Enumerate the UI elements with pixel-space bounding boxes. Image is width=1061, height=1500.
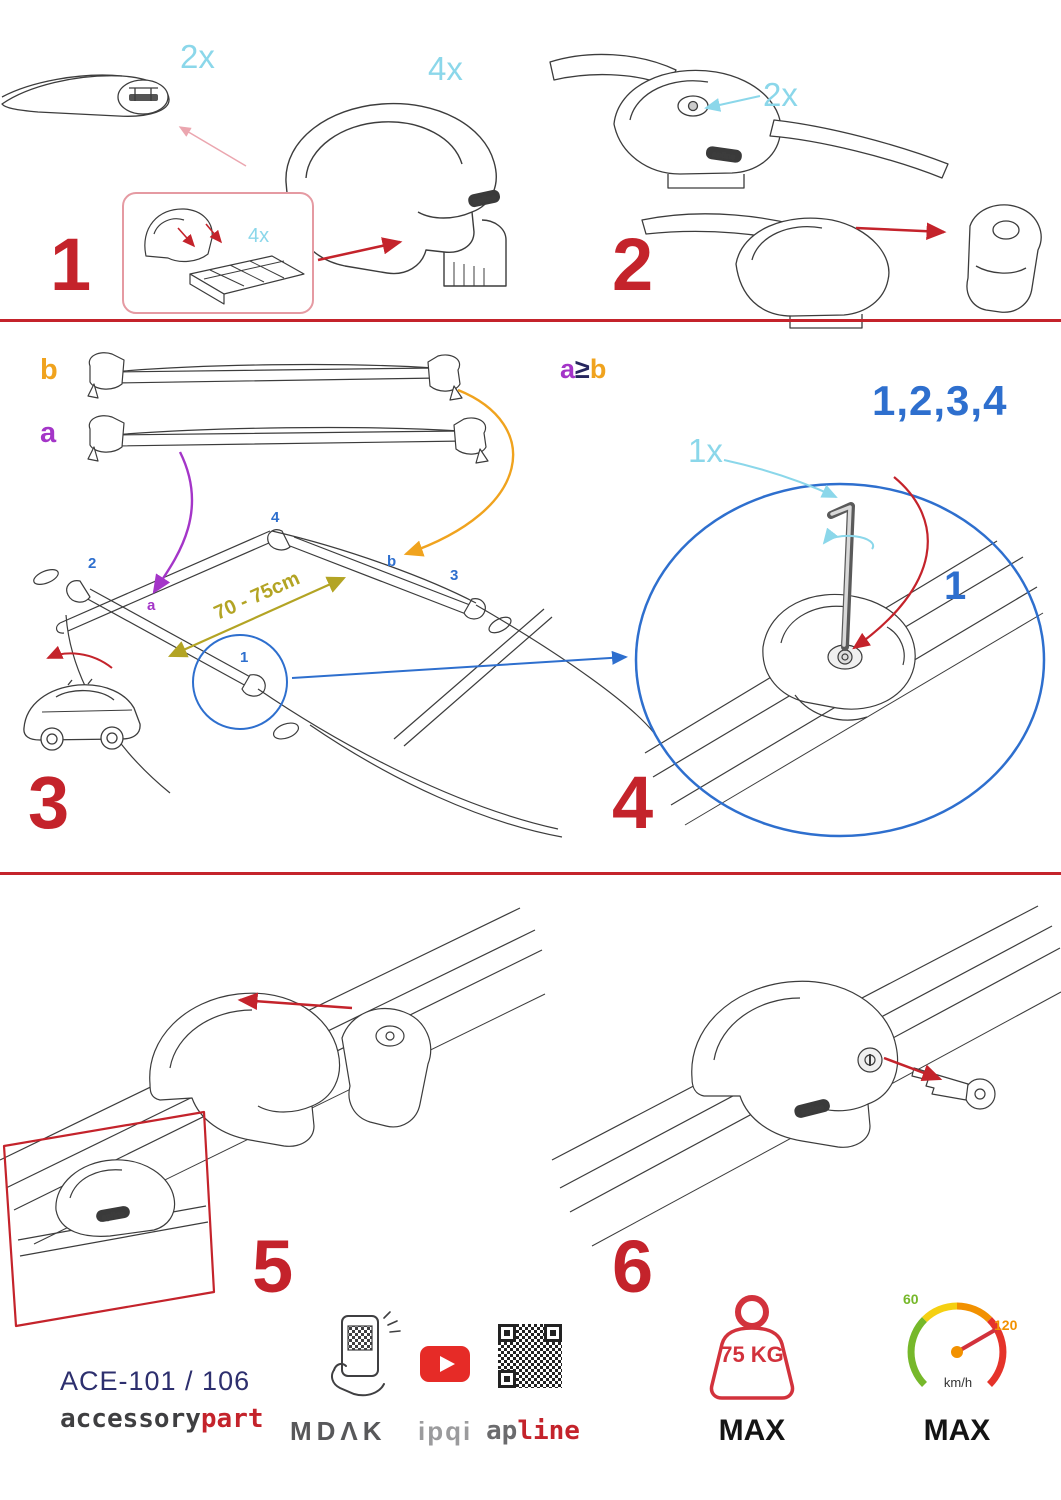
zoom-detail-drawing	[644, 502, 1044, 826]
bar-b-tag: b	[40, 354, 58, 386]
qr-code	[498, 1324, 562, 1388]
pads-inset-drawing	[144, 208, 305, 305]
apline-logo: apline	[486, 1418, 580, 1444]
foot-assembly: apline	[285, 102, 507, 287]
key-lock-detail: apline	[551, 905, 1061, 1247]
model-number: ACE-101 / 106	[60, 1366, 251, 1396]
inset-frame	[2, 1110, 216, 1328]
foot-quantity: 4x	[428, 50, 463, 87]
step-5-number: 5	[252, 1225, 294, 1308]
crossbar-a	[87, 415, 489, 464]
tool-qty-arrow	[723, 459, 838, 498]
ipqi-logo: ipqi	[418, 1416, 473, 1446]
step6-drawing: apline	[551, 905, 1061, 1247]
foot-and-cover	[641, 204, 1042, 329]
car-direction-inset	[23, 678, 141, 751]
bar-profile	[1, 74, 170, 117]
crossbar-b-drawing	[87, 352, 463, 401]
apline-red: line	[517, 1416, 580, 1446]
max-speed-gauge-icon	[907, 1302, 1007, 1387]
step-4-number: 4	[612, 761, 654, 844]
section-divider-top	[0, 319, 1061, 322]
cover-slide-detail: apline	[0, 907, 546, 1328]
section-divider-bottom	[0, 872, 1061, 875]
apline-gray: ap	[486, 1416, 518, 1446]
cond-operator: ≥	[575, 354, 590, 384]
max-load-label: MAX	[718, 1414, 786, 1447]
max-load-weight-icon	[709, 1295, 795, 1400]
cond-b: b	[589, 354, 607, 384]
a-greater-b-condition: a≥b	[560, 356, 606, 383]
position-3: 3	[450, 567, 459, 584]
tool-quantity: 1x	[688, 432, 723, 469]
mdak-logo: MDΛK	[290, 1416, 387, 1446]
bar-a-tag: a	[40, 417, 57, 449]
foot-assembly-drawing: apline	[285, 102, 507, 287]
crossbar-b	[87, 352, 463, 401]
gauge-needle	[955, 1328, 997, 1354]
max-load-value: 75 KG	[720, 1342, 784, 1367]
bar-quantity: 2x	[180, 38, 215, 75]
brand-logo: accessorypart	[60, 1406, 264, 1432]
bolt-quantity: 2x	[763, 76, 798, 113]
brand-gray: accessory	[60, 1404, 201, 1434]
gauge-high-value: 120	[994, 1317, 1018, 1333]
youtube-play-icon	[420, 1346, 470, 1382]
tighten-first: 1	[944, 564, 967, 608]
pad-quantity: 4x	[248, 225, 270, 247]
step-3-number: 3	[28, 761, 70, 844]
rubber-pads	[144, 208, 305, 305]
key	[911, 1067, 996, 1110]
step-2-number: 2	[612, 223, 654, 306]
position-b: b	[387, 553, 397, 570]
foot-logo: apline	[712, 149, 737, 161]
brand-red: part	[200, 1404, 264, 1434]
step-6-number: 6	[612, 1225, 654, 1308]
gauge-unit: km/h	[943, 1375, 973, 1390]
cond-a: a	[560, 354, 576, 384]
position-4: 4	[271, 509, 280, 526]
position-2: 2	[88, 555, 97, 572]
bolt-tightening-detail	[644, 502, 1044, 826]
step-1-number: 1	[50, 223, 92, 306]
crossbar-a-drawing	[87, 415, 489, 464]
step5-drawing: apline	[0, 907, 546, 1328]
car-silhouette	[23, 678, 141, 751]
gauge-low-value: 60	[903, 1291, 919, 1307]
bar-callout-arrow	[178, 126, 247, 167]
step2-bottom-drawing	[641, 204, 1042, 329]
max-speed-label: MAX	[923, 1414, 991, 1447]
tighten-order: 1,2,3,4	[872, 377, 1008, 424]
position-1: 1	[240, 649, 249, 666]
position-a: a	[147, 597, 156, 614]
qr-finder-squares	[498, 1324, 562, 1388]
bar-profile-drawing	[1, 74, 170, 117]
phone-qr-scan-icon	[331, 1311, 401, 1397]
